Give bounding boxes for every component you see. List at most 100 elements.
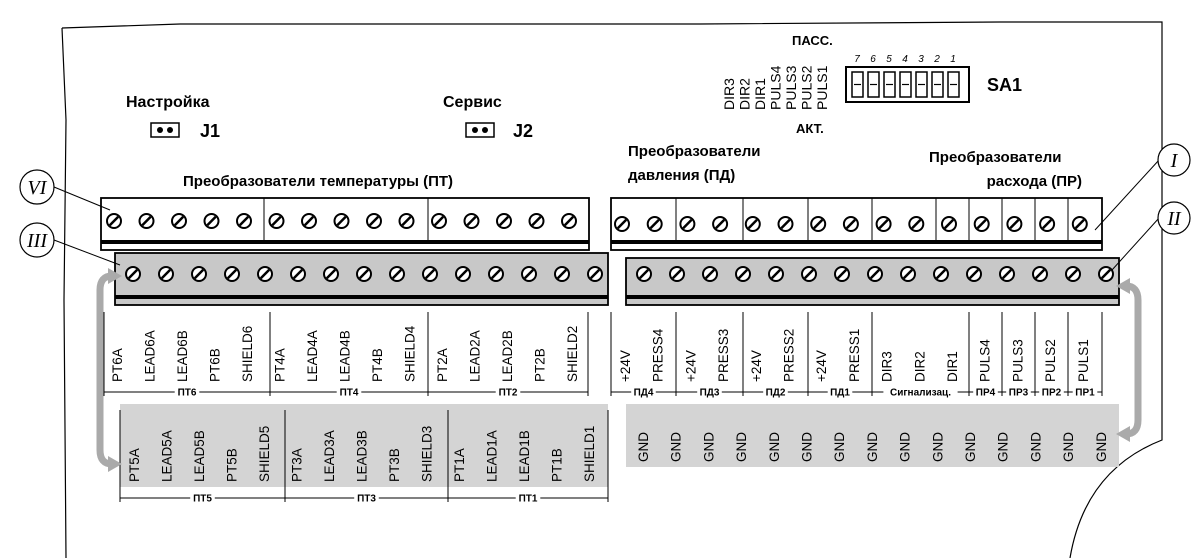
dip-number: 4 [902,54,908,65]
pin-label: GND [1061,432,1076,462]
pin-label: GND [701,432,716,462]
group-label: ПД1 [830,388,850,399]
terminal-screw [702,266,718,282]
pin-label: DIR1 [945,351,960,382]
terminal-screw [496,213,512,229]
left-link-arrow [96,268,122,472]
terminal-screw [636,266,652,282]
terminal-screw [1065,266,1081,282]
terminal-screw [191,266,207,282]
callout-vi: VI [19,169,111,211]
terminal-screw [1006,216,1023,232]
svg-text:I: I [1170,150,1179,172]
terminal-screw [236,213,252,229]
dip-signal-label: PULS3 [783,65,799,110]
terminal-screw [561,213,577,229]
pin-label: +24V [618,350,633,382]
pin-label: PRESS2 [782,329,797,382]
terminal-screw [224,266,240,282]
pin-label: +24V [683,350,698,382]
dip-signal-label: DIR3 [721,78,737,110]
service-label: Сервис [443,94,502,111]
terminal-screw [842,216,859,232]
pin-label: GND [865,432,880,462]
dip-number: 1 [950,54,956,65]
group-label: ПТ6 [178,388,197,399]
terminal-screw [834,266,850,282]
dip-switch-keys [851,71,960,98]
svg-text:VI: VI [28,177,48,199]
switch-passive-label: ПАСС. [792,33,833,48]
group-label: ПТ5 [193,494,212,505]
dip-signal-label: PULS4 [768,65,784,110]
group-label: ПР4 [976,388,996,399]
terminal-screw [941,216,957,232]
pin-label: LEAD5B [192,430,207,482]
dip-key [851,71,864,98]
dip-number: 3 [918,54,924,65]
pin-label: PT2B [533,348,548,382]
dip-signal-label: DIR2 [737,78,753,110]
lower-left-label-panel [120,404,608,487]
group-label: ПР2 [1042,388,1062,399]
terminal-screw [488,266,504,282]
pin-label: LEAD2A [468,330,483,382]
jumper-j2 [465,122,495,138]
terminal-screw [614,216,630,232]
pin-label: PT3A [290,448,305,482]
dip-number: 5 [886,54,892,65]
terminal-screw [125,266,141,282]
terminal-screw [138,213,155,229]
pin-label: GND [767,432,782,462]
pressure-sensors-heading-2: давления (ПД) [628,167,735,184]
dip-signal-label: DIR1 [752,78,768,110]
terminal-screw [290,266,306,282]
pin-label: GND [1094,432,1109,462]
dip-number: 2 [933,54,940,65]
terminal-screw [646,216,663,232]
terminal-block-ii [625,257,1120,306]
pin-label: LEAD5A [160,430,175,482]
pin-label: PULS2 [1043,339,1058,382]
terminal-screw [389,266,405,282]
terminal-screw [171,213,187,229]
pin-label: PT1B [550,448,565,482]
group-label: Сигнализац. [890,388,951,399]
terminal-screw [777,216,794,232]
pin-label: PT6A [110,348,125,382]
pin-label: LEAD3B [355,430,370,482]
dip-number: 6 [870,54,876,65]
terminal-screw [257,266,273,282]
pin-label: GND [898,432,913,462]
dip-key [915,71,928,98]
pin-label: SHIELD1 [582,426,597,482]
group-label: ПД3 [700,388,720,399]
terminal-screw [810,216,827,232]
terminal-screw [323,266,339,282]
dip-key [883,71,896,98]
pin-label: GND [996,432,1011,462]
terminal-screw [463,213,480,229]
terminal-screw [768,266,784,282]
group-label: ПР1 [1075,388,1095,399]
pin-label: LEAD3A [322,430,337,482]
pin-label: LEAD1A [485,430,500,482]
flow-sensors-heading-2: расхода (ПР) [987,173,1082,190]
right-link-arrow [1116,278,1142,442]
pin-label: PRESS1 [847,329,862,382]
pin-label: SHIELD6 [240,326,255,382]
setup-label: Настройка [126,94,210,111]
terminal-screw [521,266,537,282]
pin-label: GND [669,432,684,462]
group-label: ПТ4 [340,388,359,399]
pin-label: SHIELD3 [420,426,435,482]
pin-label: PT5B [225,448,240,482]
terminal-screw [431,213,447,229]
